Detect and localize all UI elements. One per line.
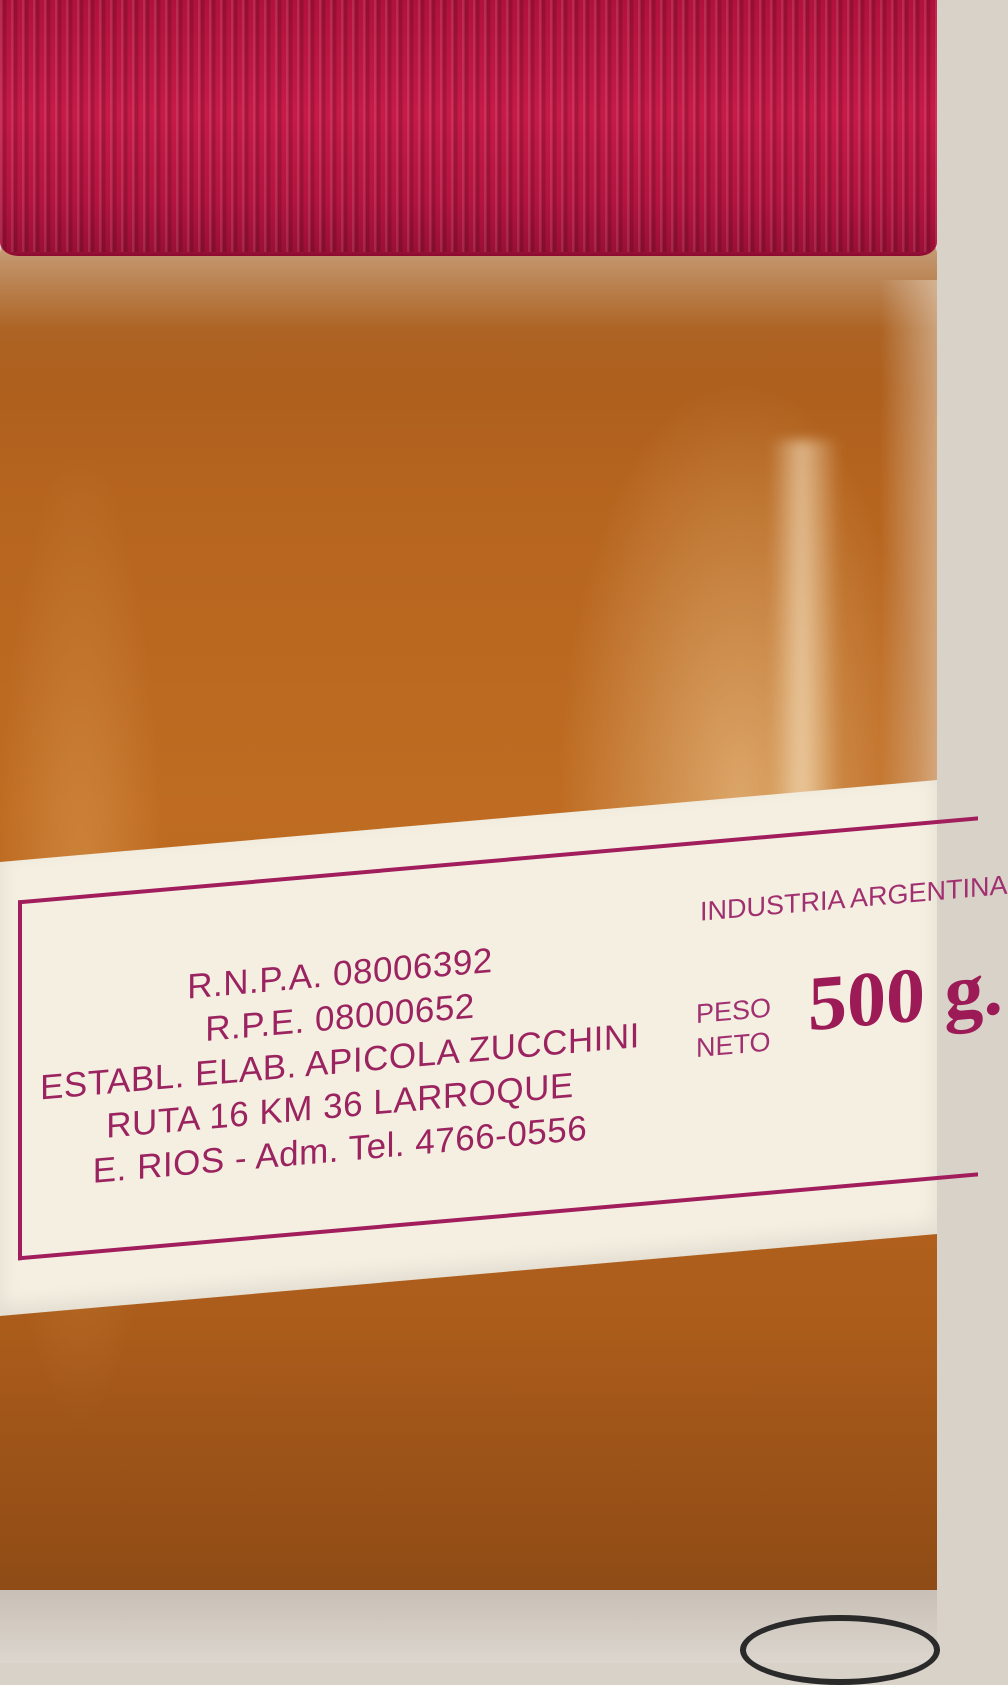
red-lid xyxy=(0,0,937,252)
net-weight-caption: PESO NETO xyxy=(696,991,771,1066)
jar-label: R.N.P.A. 08006392 R.P.E. 08000652 ESTABL… xyxy=(0,780,1008,1316)
neto-text: NETO xyxy=(696,1026,771,1064)
producer-info: R.N.P.A. 08006392 R.P.E. 08000652 ESTABL… xyxy=(40,926,640,1198)
net-weight-value: 500 g. xyxy=(808,943,1003,1048)
dark-ring-object xyxy=(740,1615,940,1685)
jar-glass-top xyxy=(0,240,937,390)
label-content: R.N.P.A. 08006392 R.P.E. 08000652 ESTABL… xyxy=(0,780,1007,1316)
